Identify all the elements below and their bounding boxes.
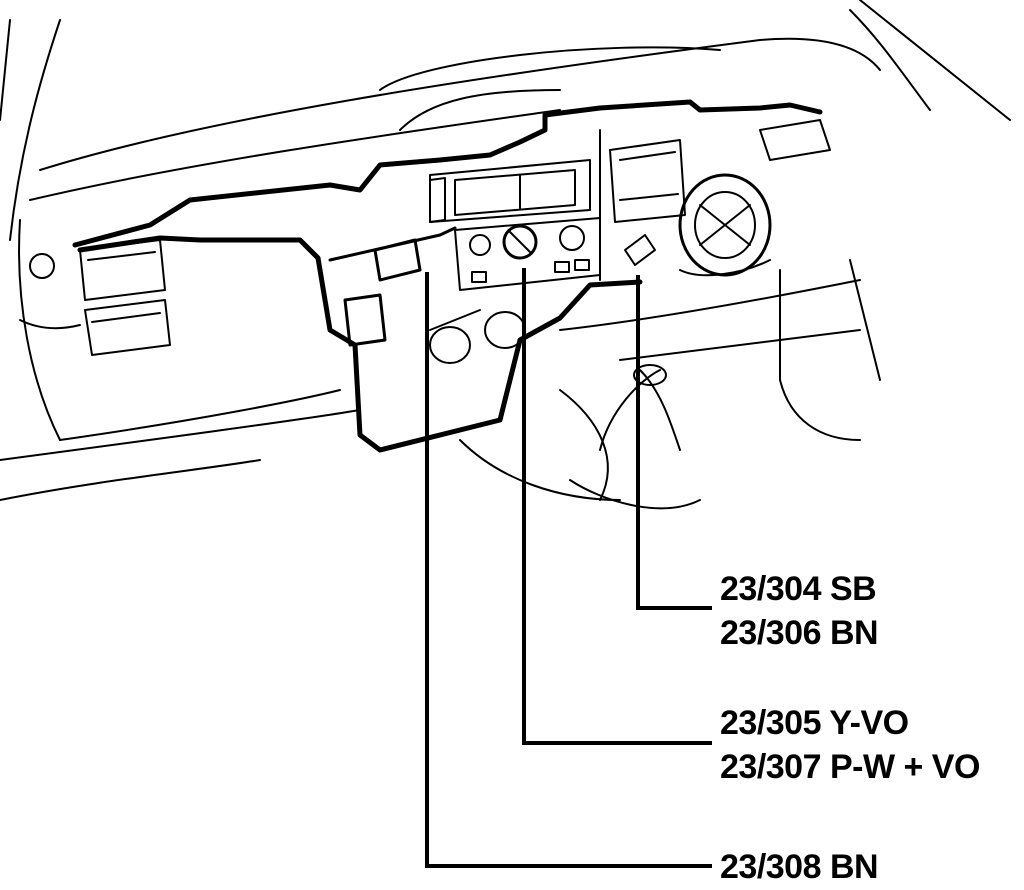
leader-lines <box>425 268 712 868</box>
dashboard-illustration <box>0 0 1011 510</box>
callout-23-304-label: 23/304 SB <box>720 570 876 608</box>
leader-line-23-308 <box>425 272 712 868</box>
callout-23-305-label: 23/305 Y-VO <box>720 704 909 742</box>
callout-23-307-label: 23/307 P-W + VO <box>720 748 980 786</box>
callout-23-308-label: 23/308 BN <box>720 848 878 886</box>
callout-23-306-label: 23/306 BN <box>720 614 878 652</box>
leader-line-23-304 <box>636 275 712 610</box>
leader-line-23-305 <box>522 268 712 745</box>
callout-labels: 23/304 SB 23/306 BN 23/305 Y-VO 23/307 P… <box>720 570 980 886</box>
